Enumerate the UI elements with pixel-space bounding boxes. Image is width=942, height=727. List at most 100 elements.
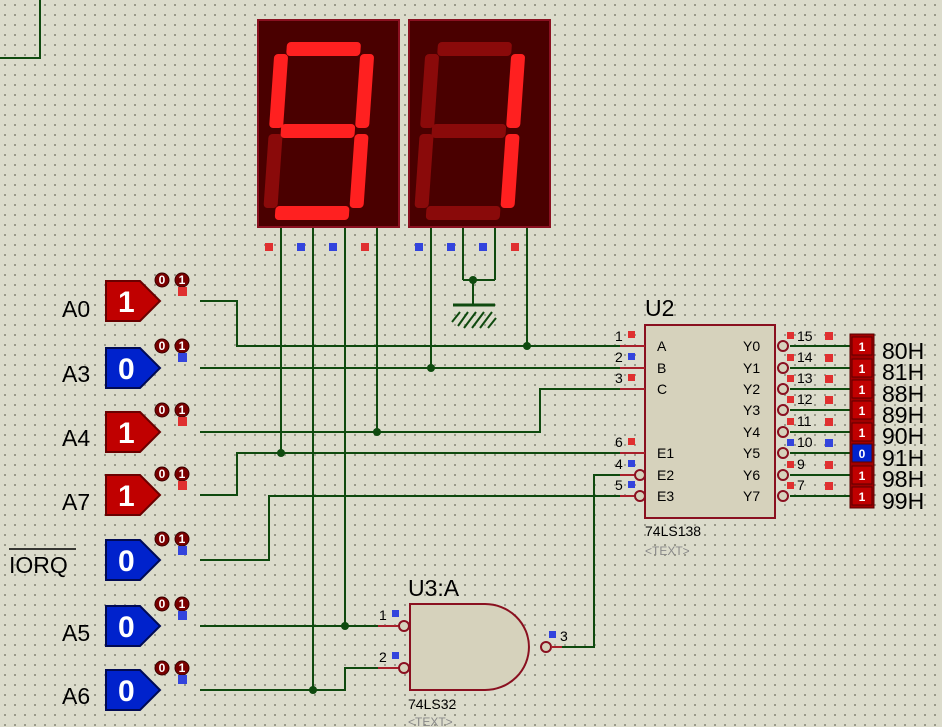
decoder-pin-name: E1 xyxy=(657,445,674,461)
segment-a xyxy=(437,42,512,56)
logic-state-value: 0 xyxy=(118,353,135,386)
logic-state-toggle[interactable] xyxy=(105,347,162,389)
decoder-pin-num: 9 xyxy=(797,456,805,472)
decoder-part: 74LS138 xyxy=(645,523,701,539)
input-a6[interactable]: 0 A6 xyxy=(62,669,162,711)
decoder-left-pins: 1 2 3 6 4 5 A B C E1 E2 E3 xyxy=(615,328,674,504)
decoder-74ls138[interactable]: U2 74LS138 <TEXT> 1 2 3 6 4 5 A xyxy=(615,295,833,558)
probe-digit: 1 xyxy=(179,467,186,481)
segment-g xyxy=(431,124,507,138)
probe-marker xyxy=(178,611,187,620)
logic-state-value: 1 xyxy=(118,480,135,513)
wire-a6 xyxy=(200,667,390,691)
decoder-pin-num: 3 xyxy=(615,370,623,386)
input-label: A4 xyxy=(62,425,90,451)
input-label: IORQ xyxy=(9,552,68,578)
probe-led xyxy=(154,531,170,547)
logic-state-value: 1 xyxy=(118,286,135,319)
output-probe-cell xyxy=(851,358,873,378)
segment-b xyxy=(506,54,525,128)
wire-a0 xyxy=(200,300,620,347)
output-bit: 1 xyxy=(859,490,866,504)
wire-a7 xyxy=(200,452,620,496)
decoder-pin-num: 12 xyxy=(797,391,813,407)
probe-digit: 0 xyxy=(159,403,166,417)
display-pin-markers xyxy=(265,243,519,251)
seven-segment-display-2 xyxy=(408,19,551,228)
input-label: A6 xyxy=(62,683,90,709)
decoder-pin-num: 13 xyxy=(797,370,813,386)
logic-state-toggle[interactable] xyxy=(105,605,162,647)
decoder-pin-num: 2 xyxy=(615,349,623,365)
probe-digit: 1 xyxy=(179,597,186,611)
logic-inputs: 1 A0 0 A3 1 A4 1 A7 0 IORQ 0 A5 xyxy=(9,280,162,711)
output-probe-cell xyxy=(851,486,873,506)
probe-digit: 0 xyxy=(159,532,166,546)
wire-decoder-outputs xyxy=(790,345,850,497)
output-bit: 1 xyxy=(859,426,866,440)
decoder-body xyxy=(644,324,776,519)
input-a3[interactable]: 0 A3 xyxy=(62,347,162,389)
input-a7[interactable]: 1 A7 xyxy=(62,474,162,516)
input-iorq[interactable]: 0 IORQ xyxy=(9,539,162,581)
output-probe-cell xyxy=(851,465,873,485)
input-a0[interactable]: 1 A0 xyxy=(62,280,162,322)
logic-state-toggle[interactable] xyxy=(105,669,162,711)
decoder-pin-num: 7 xyxy=(797,477,805,493)
output-bit: 1 xyxy=(859,340,866,354)
decoder-pin-num: 10 xyxy=(797,434,813,450)
probe-marker xyxy=(178,417,187,426)
gate-body xyxy=(409,603,530,691)
probe-digit: 1 xyxy=(179,403,186,417)
logic-state-toggle[interactable] xyxy=(105,411,162,453)
output-bit: 0 xyxy=(859,447,866,461)
logic-state-toggle[interactable] xyxy=(105,539,162,581)
decoder-pin-num: 1 xyxy=(615,328,623,344)
decoder-right-pins: Y0 Y1 Y2 Y3 Y4 Y5 Y6 Y7 15 14 13 12 11 1… xyxy=(743,328,833,504)
decoder-pin-name: E3 xyxy=(657,488,674,504)
probe-digit: 0 xyxy=(159,661,166,675)
probe-led xyxy=(154,660,170,676)
output-address: 99H xyxy=(882,488,924,514)
probe-marker xyxy=(178,546,187,555)
gate-part: 74LS32 xyxy=(408,696,456,712)
input-a5[interactable]: 0 A5 xyxy=(62,605,162,647)
output-address: 91H xyxy=(882,445,924,471)
junction-dot xyxy=(373,428,381,436)
input-a4[interactable]: 1 A4 xyxy=(62,411,162,453)
logic-state-toggle[interactable] xyxy=(105,280,162,322)
wire-gate-out xyxy=(560,474,620,648)
wire-partial-top xyxy=(0,0,41,59)
probe-marker xyxy=(178,287,187,296)
decoder-pin-name: Y2 xyxy=(743,381,760,397)
probe-digit: 0 xyxy=(159,597,166,611)
gate-ref: U3:A xyxy=(408,575,460,601)
input-label: A7 xyxy=(62,489,90,515)
probe-led xyxy=(154,402,170,418)
output-address: 81H xyxy=(882,359,924,385)
gate-pin-num: 3 xyxy=(560,628,568,644)
probe-led xyxy=(154,338,170,354)
output-address: 89H xyxy=(882,402,924,428)
input-label: A3 xyxy=(62,361,90,387)
segment-e xyxy=(263,134,283,208)
decoder-pin-num: 4 xyxy=(615,456,623,472)
wire-iorq xyxy=(200,495,620,561)
junction-dot xyxy=(309,686,317,694)
logic-state-toggle[interactable] xyxy=(105,474,162,516)
output-probe-cell xyxy=(851,443,873,463)
gate-output-bubble xyxy=(540,641,552,653)
probe-led xyxy=(154,466,170,482)
output-address: 80H xyxy=(882,338,924,364)
output-bit: 1 xyxy=(859,404,866,418)
probe-digit: 0 xyxy=(159,273,166,287)
segment-d xyxy=(425,206,501,220)
decoder-pin-name: Y0 xyxy=(743,338,760,354)
gate-74ls32[interactable]: U3:A 1 2 3 74LS32 <TEXT> xyxy=(378,575,568,727)
probe-digit: 1 xyxy=(179,339,186,353)
seven-segment-display-1 xyxy=(257,19,400,228)
probe-digit: 1 xyxy=(179,273,186,287)
